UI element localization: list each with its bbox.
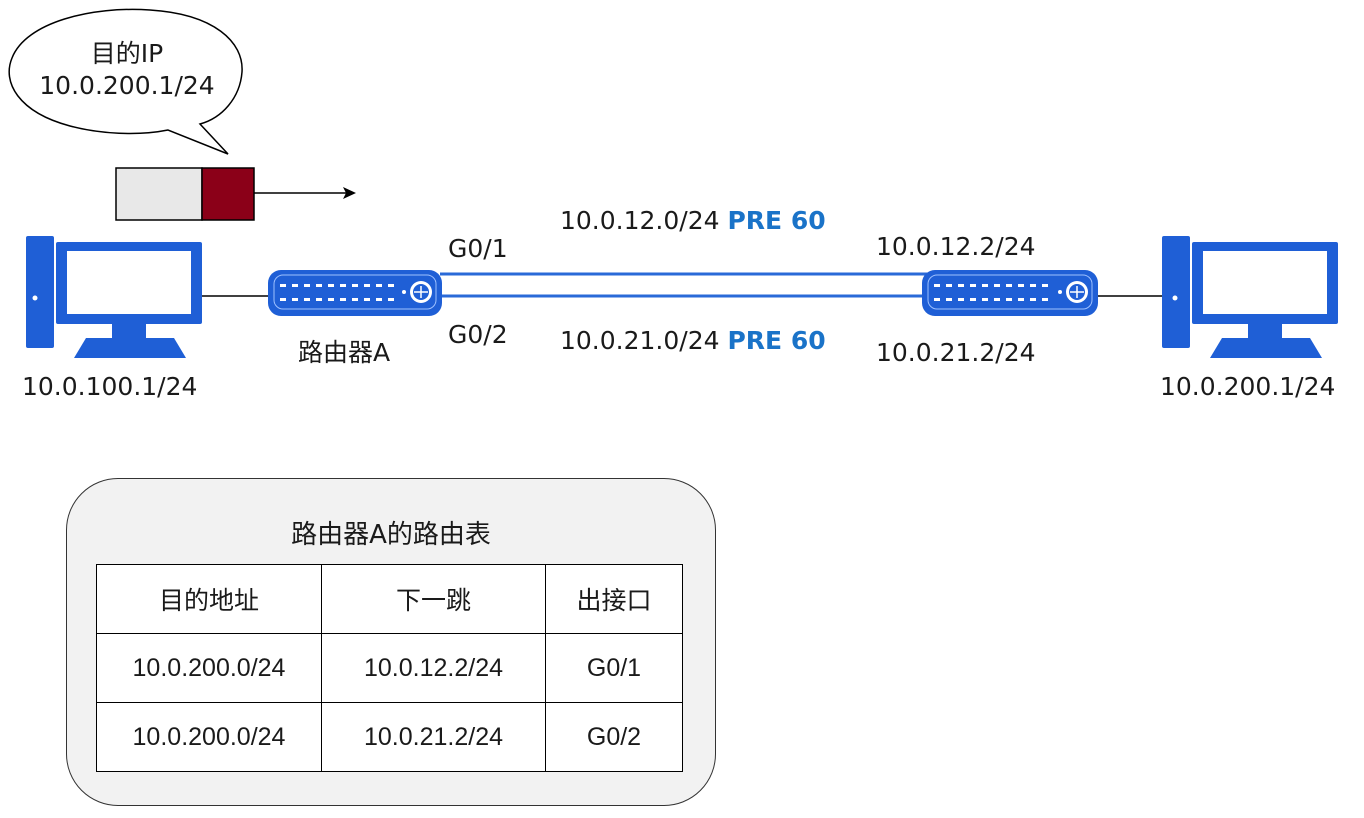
- arrow-right-icon: [254, 187, 356, 199]
- route-prefix-top: 10.0.12.0/24: [560, 206, 720, 235]
- route-prefix-bottom: 10.0.21.0/24: [560, 326, 720, 355]
- route-preference-top: PRE 60: [727, 206, 826, 235]
- router-b-ip-top: 10.0.12.2/24: [876, 232, 1036, 261]
- table-header-row: 目的地址 下一跳 出接口: [96, 564, 683, 634]
- cell-destination: 10.0.200.0/24: [96, 702, 322, 772]
- interface-g0-1: G0/1: [448, 234, 508, 263]
- route-label-bottom: 10.0.21.0/24 PRE 60: [560, 328, 826, 353]
- bubble-line1: 目的IP: [90, 39, 164, 68]
- router-a-name: 路由器A: [298, 338, 391, 367]
- cell-out-interface: G0/2: [545, 702, 683, 772]
- cell-destination: 10.0.200.0/24: [96, 633, 322, 703]
- speech-bubble: [8, 8, 243, 155]
- cell-next-hop: 10.0.21.2/24: [321, 702, 546, 772]
- header-next-hop: 下一跳: [321, 564, 546, 634]
- cell-next-hop: 10.0.12.2/24: [321, 633, 546, 703]
- routing-table: 目的地址 下一跳 出接口 10.0.200.0/24 10.0.12.2/24 …: [96, 564, 683, 772]
- packet-icon: [115, 167, 255, 221]
- bubble-line2: 10.0.200.1/24: [39, 71, 215, 100]
- table-row: 10.0.200.0/24 10.0.21.2/24 G0/2: [96, 702, 683, 772]
- table-row: 10.0.200.0/24 10.0.12.2/24 G0/1: [96, 633, 683, 703]
- router-b-ip-bottom: 10.0.21.2/24: [876, 338, 1036, 367]
- router-icon: [922, 270, 1098, 316]
- header-destination: 目的地址: [96, 564, 322, 634]
- router-icon: [268, 270, 442, 316]
- route-preference-bottom: PRE 60: [727, 326, 826, 355]
- cell-out-interface: G0/1: [545, 633, 683, 703]
- routing-table-title: 路由器A的路由表: [291, 520, 491, 550]
- pc-icon: [26, 236, 202, 358]
- right-host-ip: 10.0.200.1/24: [1160, 372, 1336, 401]
- route-label-top: 10.0.12.0/24 PRE 60: [560, 208, 826, 233]
- left-host-ip: 10.0.100.1/24: [22, 372, 198, 401]
- interface-g0-2: G0/2: [448, 320, 508, 349]
- header-out-interface: 出接口: [545, 564, 683, 634]
- pc-icon: [1162, 236, 1338, 358]
- speech-bubble-text: 目的IP 10.0.200.1/24: [14, 38, 240, 102]
